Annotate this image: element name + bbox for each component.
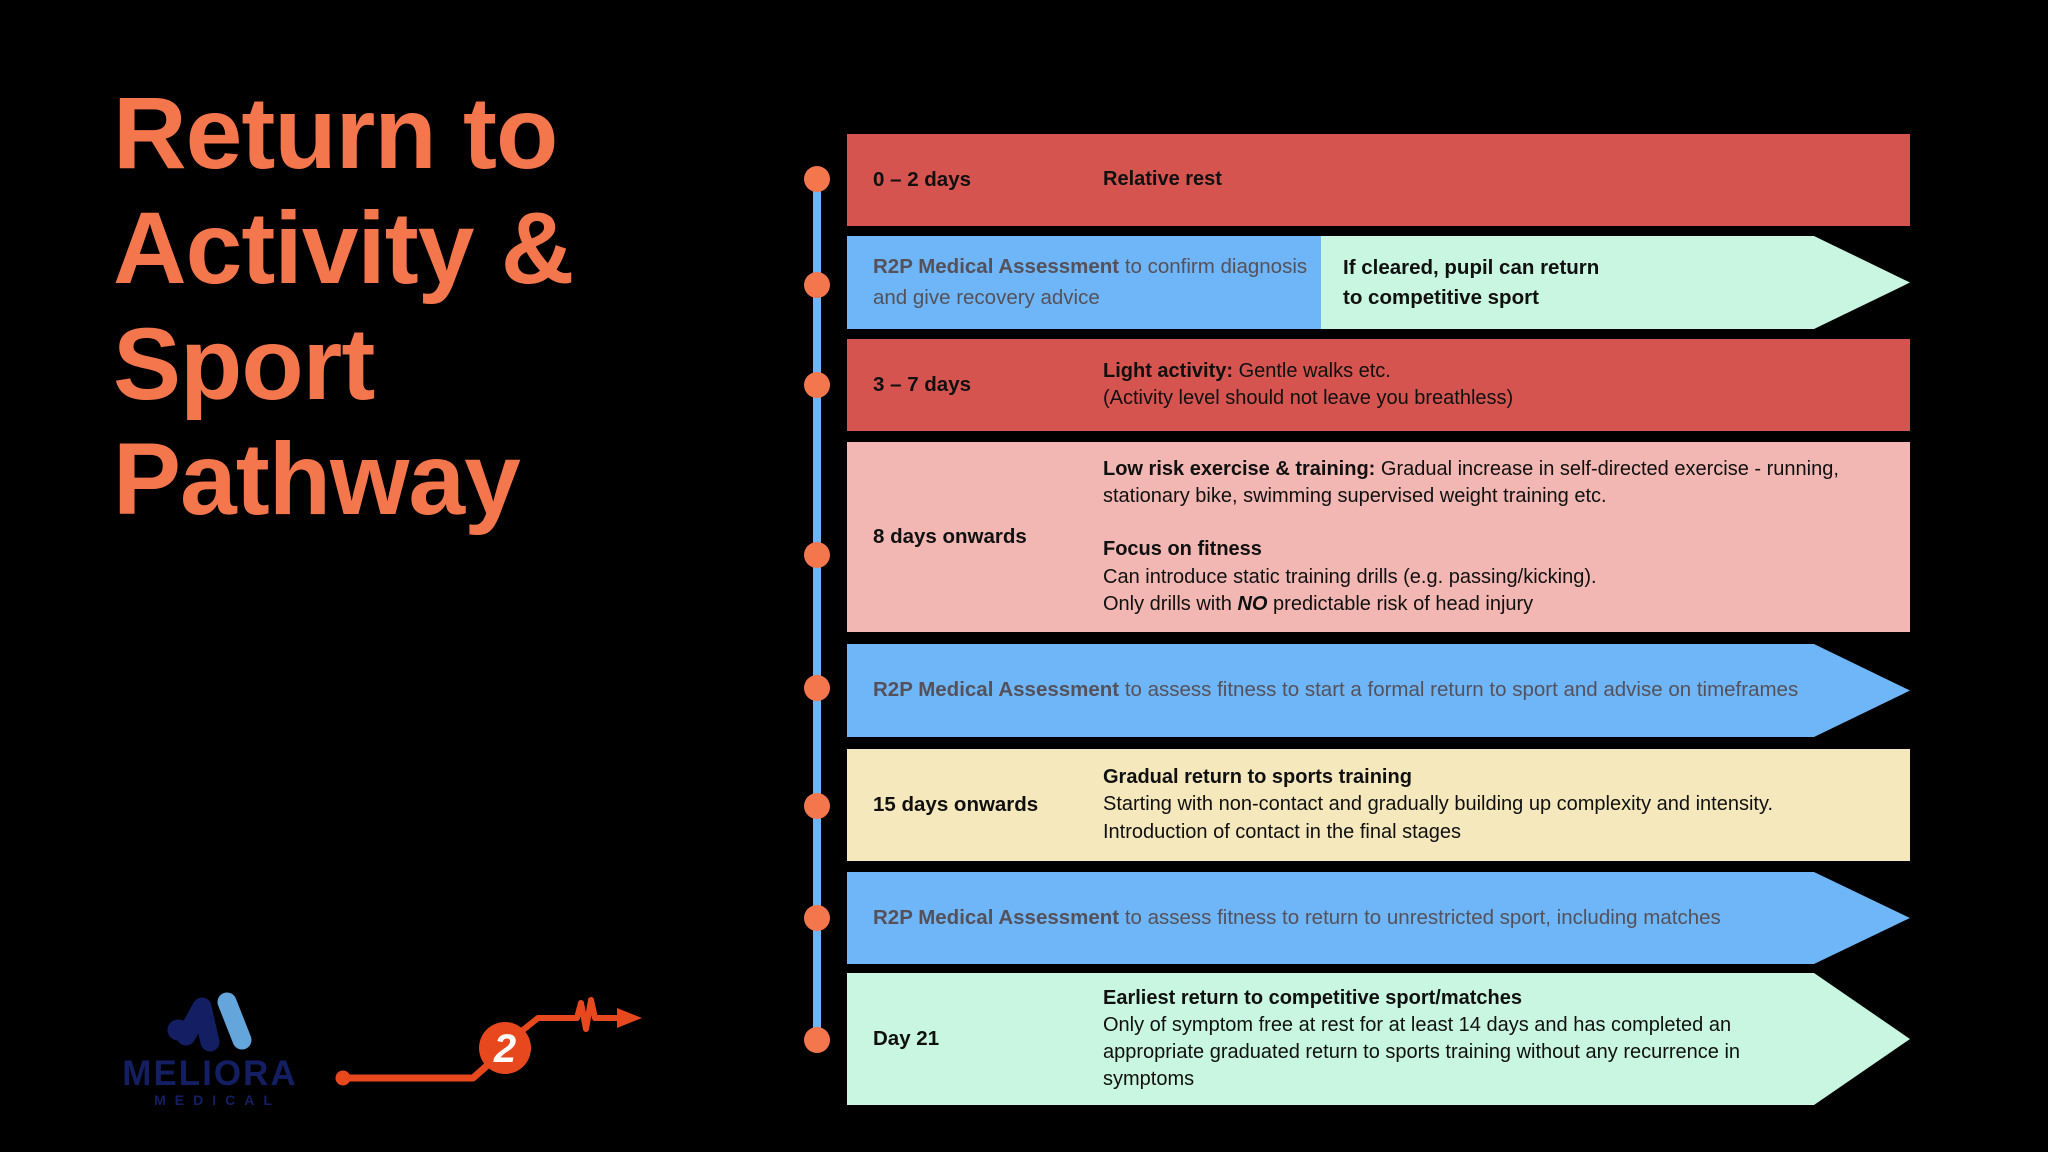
stage-text-bold: Relative rest (1103, 168, 1222, 191)
assessment-confirm-diagnosis: R2P Medical Assessment to confirm diagno… (847, 236, 1321, 329)
stage-text-bold: Focus on fitness (1103, 538, 1262, 561)
timeline-line (813, 175, 821, 1045)
assessment-text-bold: R2P Medical Assessment (873, 905, 1120, 929)
stage-text-bold: Light activity: (1103, 359, 1234, 382)
stage-text: Earliest return to competitive sport/mat… (1103, 985, 1813, 1094)
stage-text: Light activity: Gentle walks etc. (Activ… (1103, 358, 1513, 412)
timeline-dot (804, 1027, 830, 1053)
assessment-text: R2P Medical Assessment to assess fitness… (873, 903, 1721, 934)
stage-text-rest: Only of symptom free at rest for at leas… (1103, 1013, 1741, 1091)
stage-text: Low risk exercise & training: Gradual in… (1103, 456, 1893, 618)
assessment-text-bold: R2P Medical Assessment (873, 678, 1120, 702)
stage-text-line: Only drills with (1103, 592, 1238, 615)
assessment-text-rest: to assess fitness to start a formal retu… (1119, 678, 1799, 702)
stage-text: Gradual return to sports training Starti… (1103, 764, 1773, 846)
timeline-dot (804, 166, 830, 192)
stage-label: Day 21 (873, 1026, 940, 1050)
stage-0-2-days: 0 – 2 days Relative rest (847, 134, 1910, 226)
timeline-dot (804, 272, 830, 298)
assessment-text-bold: R2P Medical Assessment (873, 254, 1120, 278)
assessment-text: R2P Medical Assessment to assess fitness… (873, 675, 1798, 706)
stage-text: Relative rest (1103, 166, 1222, 193)
stage-day-21-arrow: Day 21 Earliest return to competitive sp… (847, 973, 1910, 1105)
page-title: Return to Activity & Sport Pathway (113, 76, 574, 536)
focus-paragraph: Focus on fitness Can introduce static tr… (1103, 536, 1893, 618)
assessment-unrestricted-sport-arrow: R2P Medical Assessment to assess fitness… (847, 872, 1910, 964)
timeline-dot (804, 793, 830, 819)
assessment-text-rest: to assess fitness to return to unrestric… (1119, 905, 1721, 929)
stage-text-line: predictable risk of head injury (1267, 592, 1534, 615)
stage-3-7-days: 3 – 7 days Light activity: Gentle walks … (847, 339, 1910, 431)
logo-sub-text: MEDICAL (154, 1092, 281, 1108)
assessment-start-return-arrow: R2P Medical Assessment to assess fitness… (847, 644, 1910, 737)
spacer (1103, 510, 1893, 536)
stage-15-days-onwards: 15 days onwards Gradual return to sports… (847, 749, 1910, 861)
stage-label: 3 – 7 days (873, 372, 972, 396)
stage-text-bold: Gradual return to sports training (1103, 766, 1412, 789)
page-number-ecg-arrow-icon: 2 (335, 997, 642, 1086)
page-number: 2 (493, 1027, 516, 1071)
assessment-text: R2P Medical Assessment to confirm diagno… (873, 252, 1321, 314)
timeline-dot (804, 675, 830, 701)
stage-label: 0 – 2 days (873, 167, 972, 191)
stage-label: 15 days onwards (873, 792, 1039, 816)
stage-8-days-onwards: 8 days onwards Low risk exercise & train… (847, 442, 1910, 632)
arrow-head-icon (617, 1008, 642, 1028)
meliora-logo-mark-icon (167, 992, 252, 1052)
cleared-outcome-arrow: If cleared, pupil can return to competit… (1321, 236, 1910, 329)
logo-brand-text: MELIORA (122, 1054, 298, 1093)
timeline-dot (804, 372, 830, 398)
assessment-text-rest: to confirm diagnosis and give recovery a… (873, 254, 1308, 309)
stage-text-line: Can introduce static training drills (e.… (1103, 565, 1597, 588)
stage-text-bold: Earliest return to competitive sport/mat… (1103, 986, 1523, 1009)
stage-text-bold: Low risk exercise & training: (1103, 458, 1376, 481)
stage-text-line: Introduction of contact in the final sta… (1103, 820, 1461, 843)
low-risk-paragraph: Low risk exercise & training: Gradual in… (1103, 456, 1893, 510)
timeline-dot (804, 542, 830, 568)
page-number-badge (479, 1022, 531, 1074)
stage-label: 8 days onwards (873, 524, 1027, 548)
stage-text-line2: (Activity level should not leave you bre… (1103, 387, 1514, 409)
stage-text-rest: Gentle walks etc. (1233, 359, 1391, 382)
stage-text-line: Starting with non-contact and gradually … (1103, 793, 1774, 816)
cleared-outcome-text: If cleared, pupil can return to competit… (1343, 255, 1600, 309)
stage-text-rest: Gradual increase in self-directed exerci… (1103, 458, 1839, 508)
stage-text-emphasis: NO (1237, 592, 1268, 615)
timeline-dot (804, 905, 830, 931)
